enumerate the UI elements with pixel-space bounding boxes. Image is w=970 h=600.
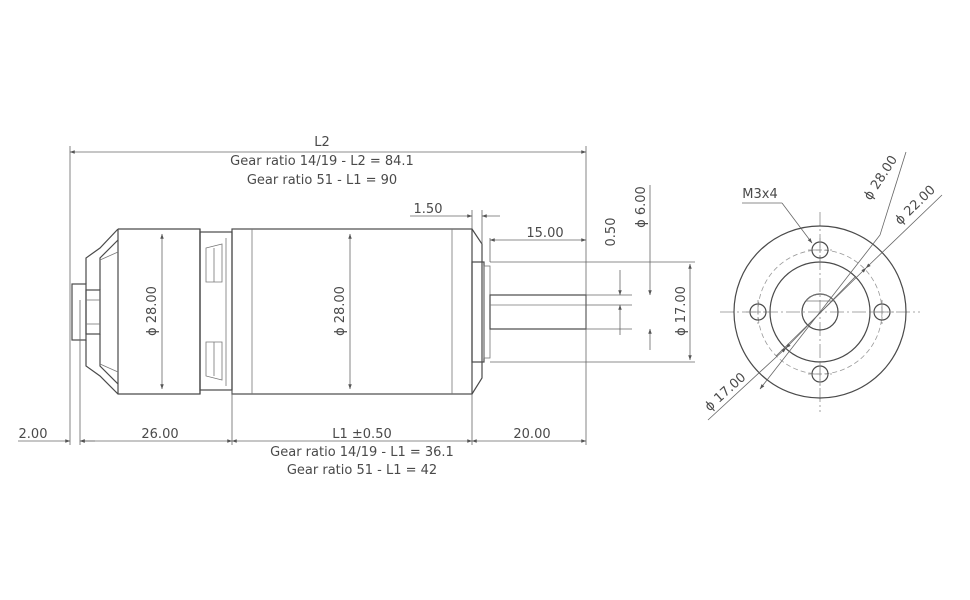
output-shaft [489,294,587,330]
label-l2-ratio-14-19: Gear ratio 14/19 - L2 = 84.1 [230,154,414,169]
coupling [199,231,233,391]
label-dim-20-00: 20.00 [513,427,550,442]
label-dim-1-50: 1.50 [414,202,443,217]
label-dim-0-50: 0.50 [604,218,619,247]
rear-connector [71,239,119,385]
label-dia-28-gearbox: ϕ 28.00 [145,286,160,336]
label-front-dia-22: ϕ 22.00 [892,183,938,228]
label-front-dia-28: ϕ 28.00 [861,153,901,203]
label-l1: L1 ±0.50 [332,427,391,442]
label-dim-2-00: 2.00 [19,427,48,442]
label-l2: L2 [314,135,330,150]
front-outer-circle [733,225,907,399]
label-dia-17: ϕ 17.00 [674,286,689,336]
label-dia-28-motor: ϕ 28.00 [333,286,348,336]
motor-body [231,228,483,395]
side-view: L2 Gear ratio 14/19 - L2 = 84.1 Gear rat… [18,135,695,478]
label-l1-ratio-14-19: Gear ratio 14/19 - L1 = 36.1 [270,445,454,460]
label-dia-6: ϕ 6.00 [634,186,649,228]
label-l2-ratio-51: Gear ratio 51 - L1 = 90 [247,173,397,188]
front-spigot [471,261,491,363]
front-view: M3x4 ϕ 28.00 ϕ 22.00 ϕ 17.00 [702,151,943,421]
label-dim-15-00: 15.00 [526,226,563,241]
label-dim-26-00: 26.00 [141,427,178,442]
label-l1-ratio-51: Gear ratio 51 - L1 = 42 [287,463,437,478]
label-thread: M3x4 [742,187,777,202]
label-front-dia-17: ϕ 17.00 [702,370,749,415]
